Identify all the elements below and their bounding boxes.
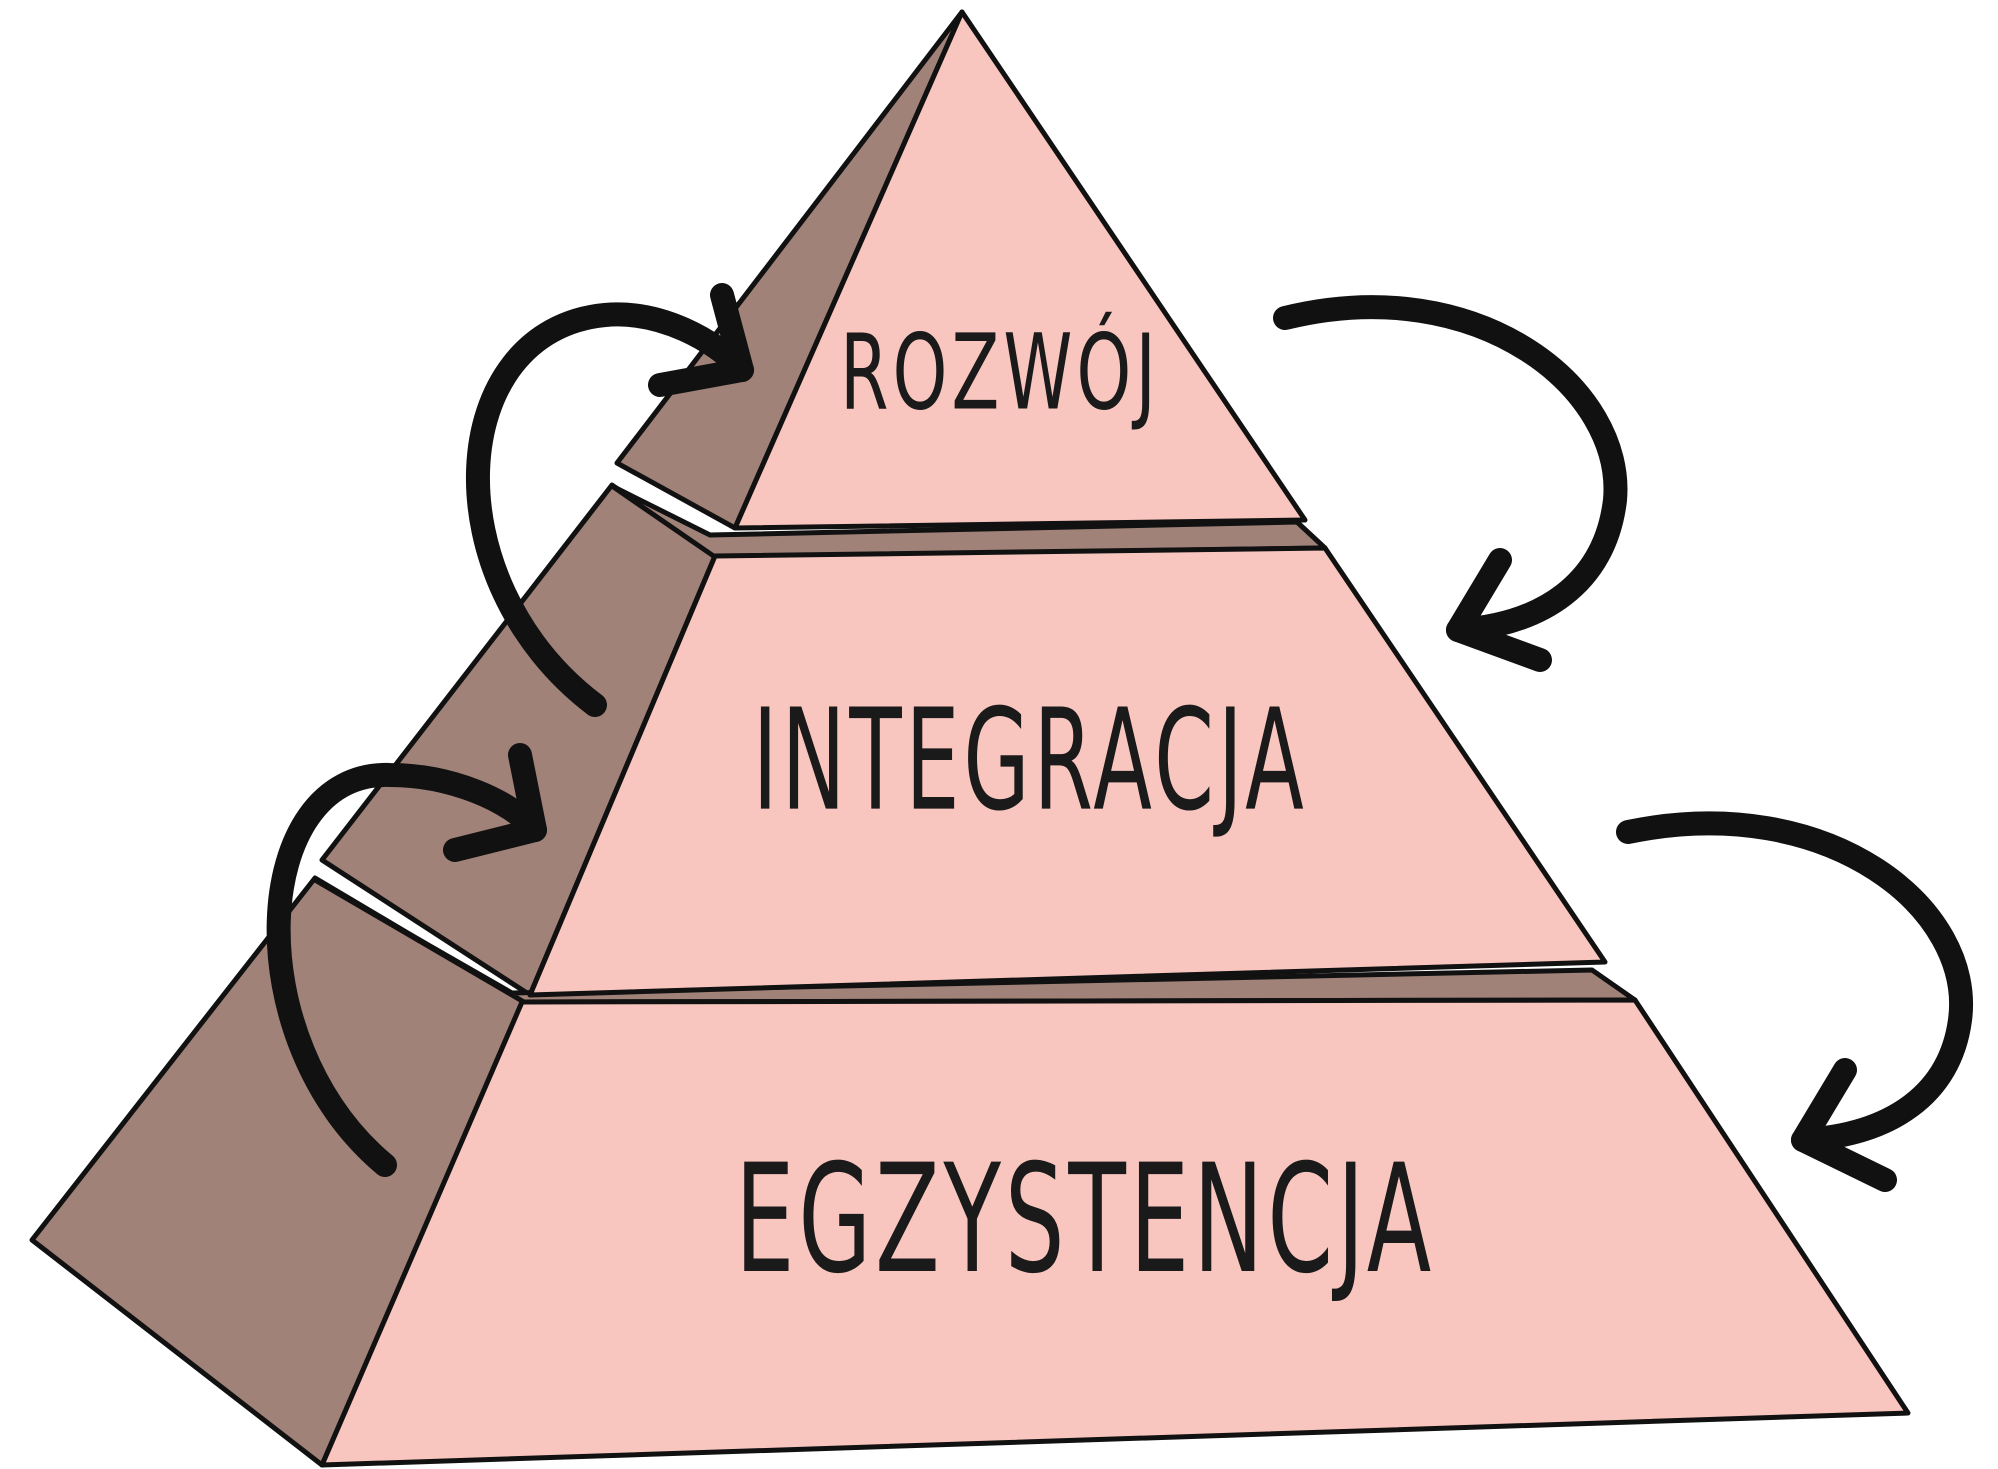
tier-label-bottom: EGZYSTENCJA (735, 1133, 1435, 1307)
bottom-ledge (312, 877, 1638, 1005)
bottom-tier-front-face (319, 997, 1911, 1468)
tier-label-middle: INTEGRACJA (753, 680, 1308, 843)
left-upper-arrow-icon (465, 283, 754, 717)
middle-tier-front-face (527, 545, 1608, 998)
top-tier-front-face (732, 9, 1308, 531)
tier-label-top: ROZWÓJ (840, 311, 1160, 433)
middle-ledge (609, 483, 1328, 560)
right-upper-arrow-icon (1273, 295, 1628, 672)
right-lower-arrow-icon (1616, 811, 1974, 1192)
left-lower-arrow-icon (266, 743, 547, 1177)
